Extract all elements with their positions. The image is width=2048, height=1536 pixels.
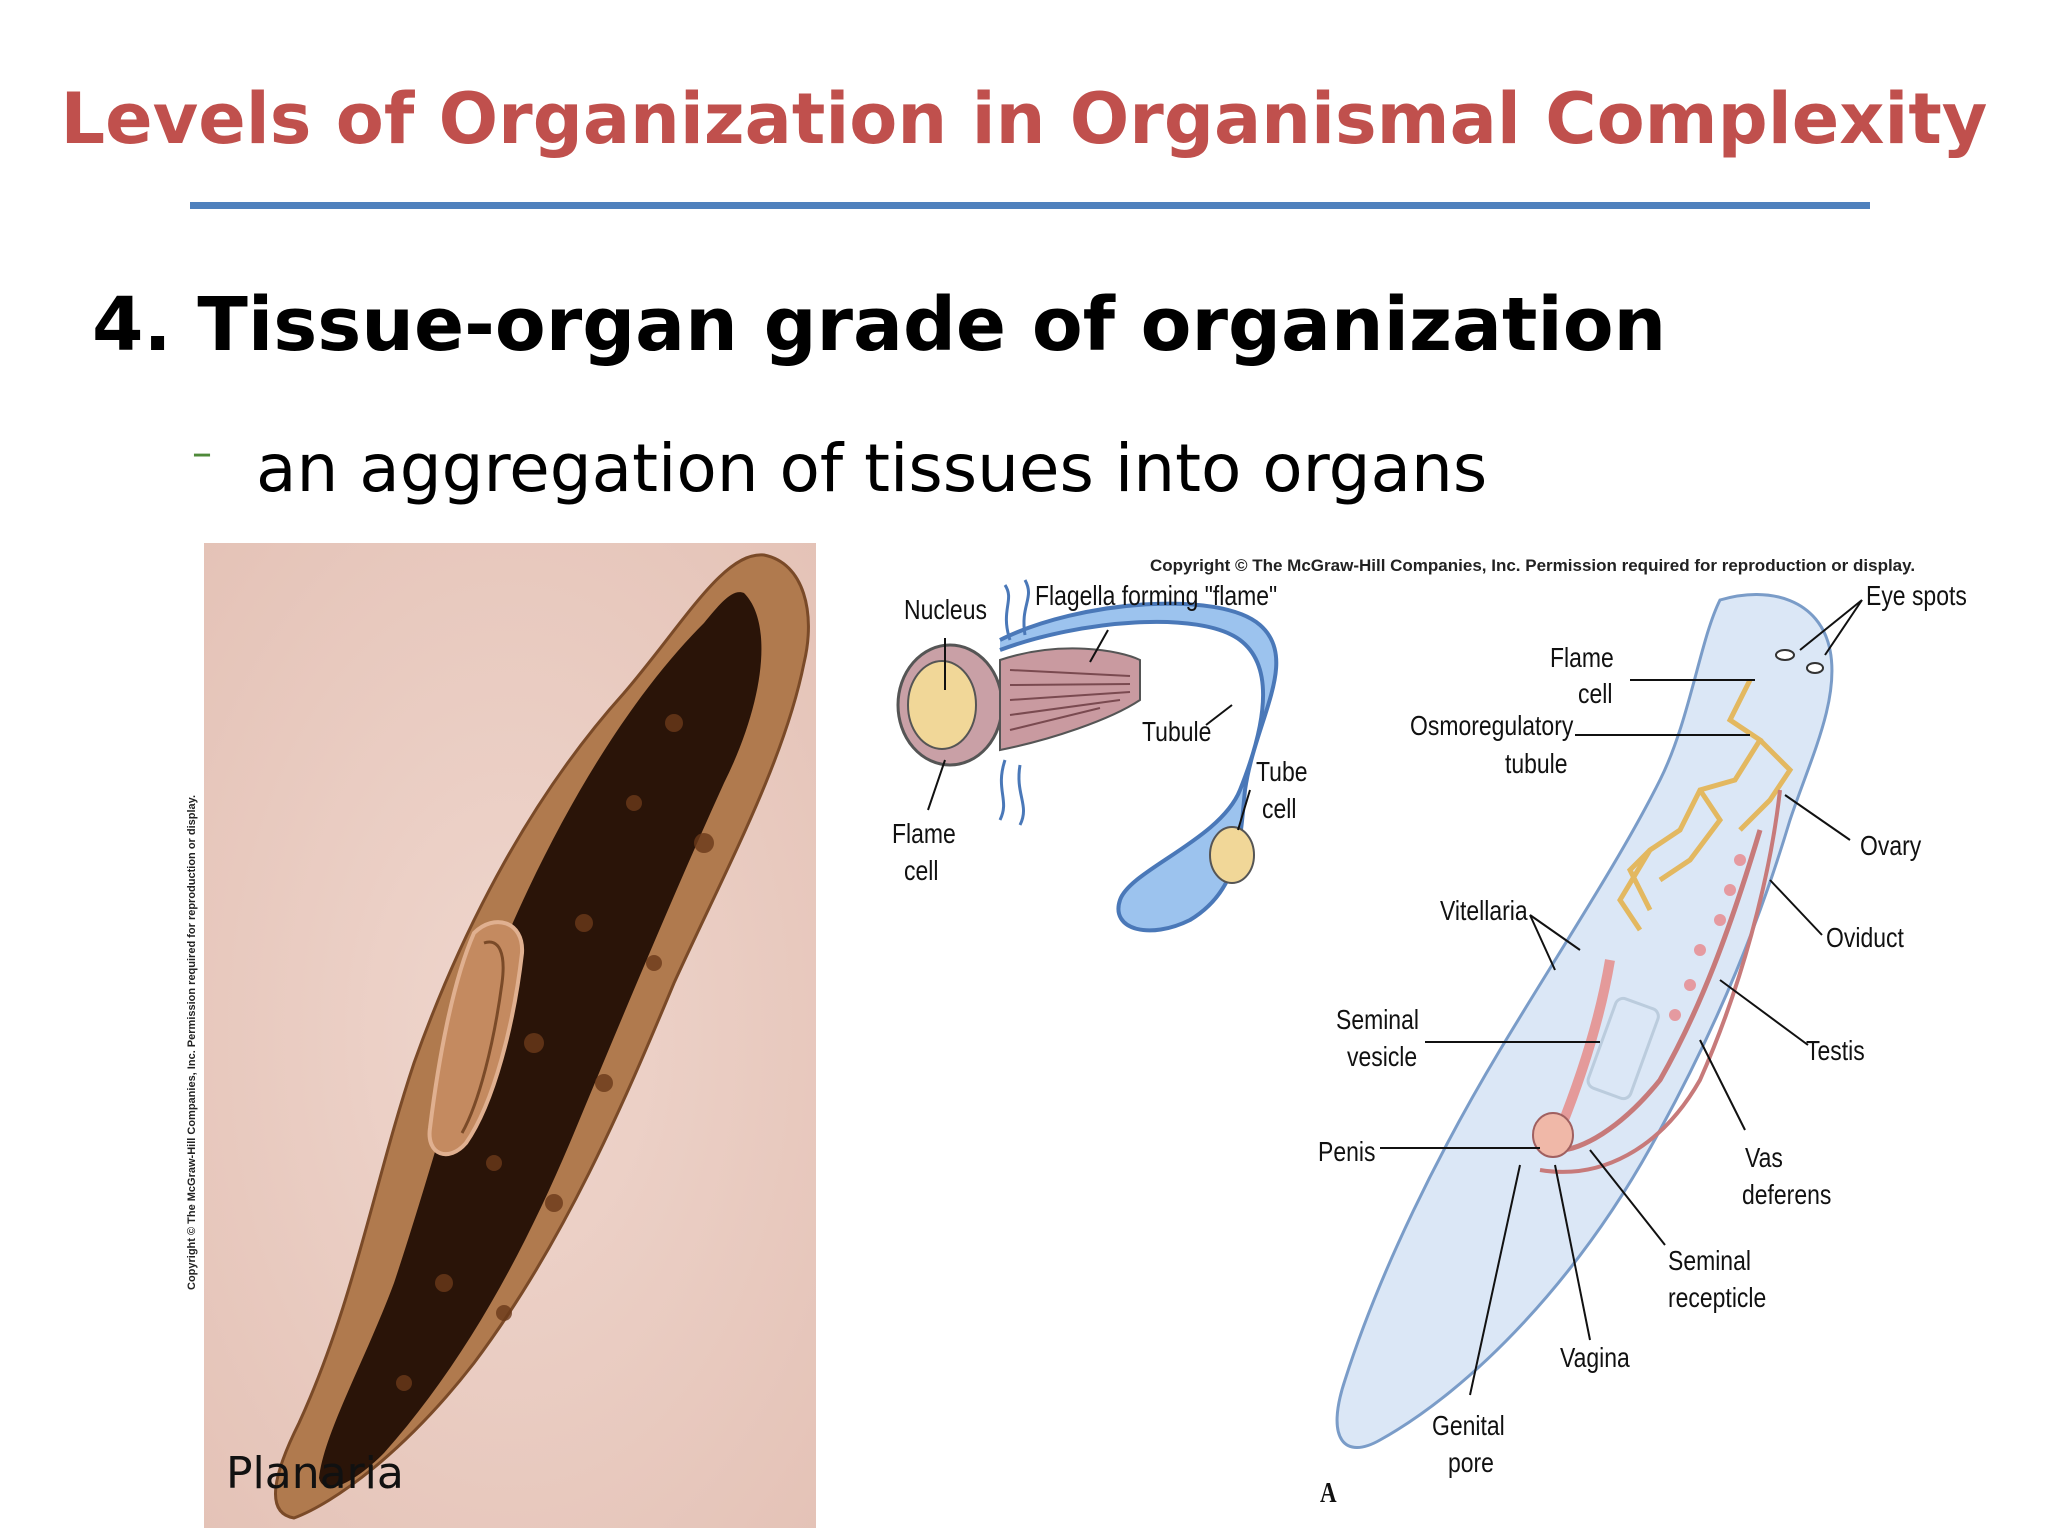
label-genital-pore-1: Genital: [1432, 1410, 1505, 1441]
label-seminal-recepticle-2: recepticle: [1668, 1282, 1767, 1313]
label-tubule: Tubule: [1142, 716, 1212, 747]
bullet-dash: –: [192, 430, 212, 476]
eye-spot-right: [1806, 662, 1824, 674]
label-oviduct: Oviduct: [1826, 922, 1904, 953]
diagram-copyright: Copyright © The McGraw-Hill Companies, I…: [1150, 556, 1916, 575]
bullet-text: an aggregation of tissues into organs: [256, 430, 1488, 507]
label-genital-pore-2: pore: [1448, 1447, 1494, 1478]
planarian-outline: [1335, 592, 1834, 1449]
label-tube-cell-2: cell: [1262, 793, 1297, 824]
label-testis: Testis: [1806, 1035, 1865, 1066]
osmoregulatory-network: [1617, 678, 1794, 932]
planaria-photo: [204, 543, 816, 1528]
label-osmoregulatory-2: tubule: [1505, 748, 1568, 779]
tube-cell-nucleus: [1209, 826, 1255, 884]
oviduct: [1539, 789, 1782, 1174]
label-penis: Penis: [1318, 1136, 1376, 1167]
pharynx-outline: [1586, 996, 1660, 1101]
vas-deferens: [1559, 829, 1763, 1153]
label-vitellaria: Vitellaria: [1440, 895, 1528, 926]
label-seminal-vesicle-2: vesicle: [1347, 1041, 1418, 1072]
slide-title: Levels of Organization in Organismal Com…: [60, 78, 1988, 160]
label-flame-cell-b2: cell: [1578, 678, 1613, 709]
seminal-vesicle: [1555, 959, 1615, 1132]
tubule-path: [999, 601, 1279, 933]
label-flame-cell-b1: Flame: [1550, 642, 1614, 673]
planaria-caption: Planaria: [226, 1448, 404, 1499]
section-heading: 4. Tissue-organ grade of organization: [92, 282, 1667, 368]
label-osmoregulatory: Osmoregulatory: [1410, 710, 1574, 741]
label-ovary: Ovary: [1860, 830, 1922, 861]
label-flame-cell-1: Flame: [892, 818, 956, 849]
label-vas-deferens-2: deferens: [1742, 1179, 1832, 1210]
label-vas-deferens-1: Vas: [1745, 1142, 1783, 1173]
label-nucleus: Nucleus: [904, 594, 987, 625]
label-flagella: Flagella forming "flame": [1035, 580, 1278, 611]
figure-letter: A: [1320, 1478, 1337, 1509]
nucleus-shape: [907, 660, 977, 750]
planaria-pharynx: [427, 920, 525, 1156]
title-underline: [190, 202, 1870, 209]
eye-spot-left: [1775, 649, 1795, 661]
penis-bulb: [1532, 1112, 1574, 1158]
label-eye-spots: Eye spots: [1866, 580, 1967, 611]
label-tube-cell-1: Tube: [1256, 756, 1308, 787]
label-seminal-vesicle-1: Seminal: [1336, 1004, 1419, 1035]
label-flame-cell-2: cell: [904, 855, 939, 886]
label-vagina: Vagina: [1560, 1342, 1630, 1373]
label-seminal-recepticle-1: Seminal: [1668, 1245, 1751, 1276]
